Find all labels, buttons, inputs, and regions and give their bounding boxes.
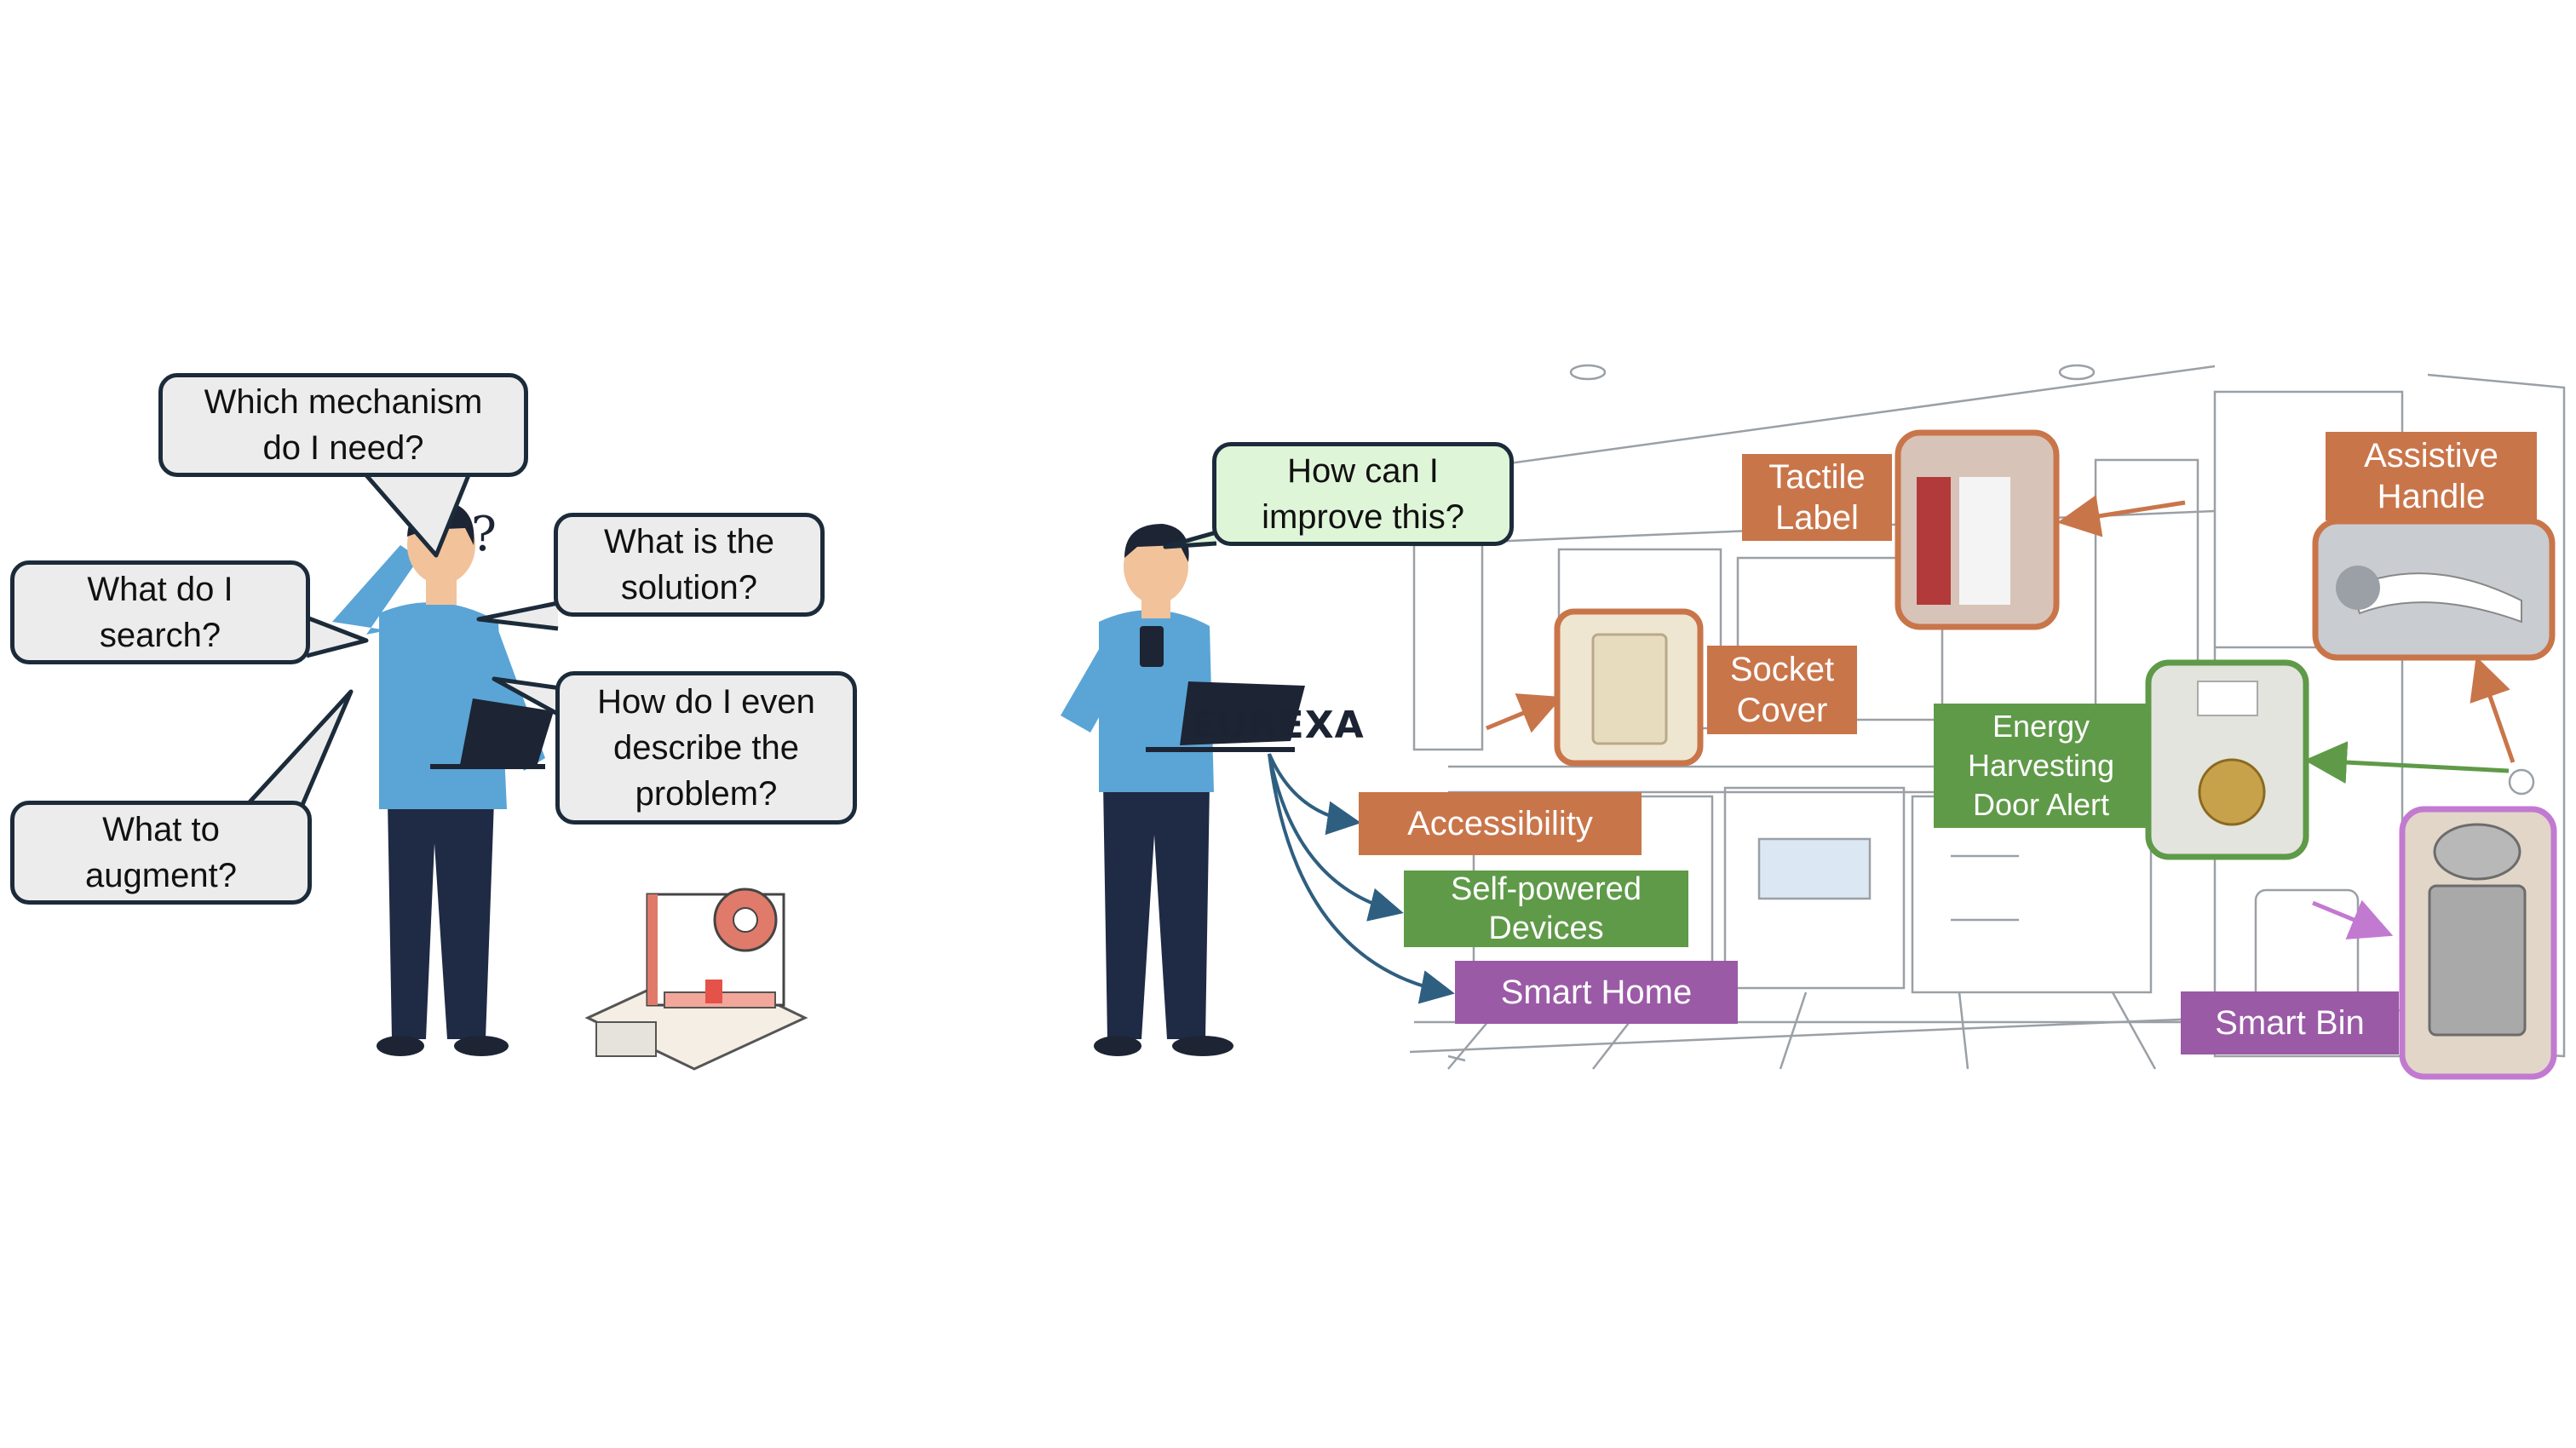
item-socket-cover: Socket Cover: [1707, 646, 1857, 734]
bubble-which-mechanism: Which mechanism do I need?: [158, 373, 528, 477]
category-self-powered: Self-powered Devices: [1404, 871, 1688, 947]
item-arrows: [1486, 495, 2516, 939]
bubble-how-can-i-improve: How can I improve this?: [1212, 442, 1514, 546]
item-smart-bin: Smart Bin: [2181, 991, 2399, 1054]
inspired-person-illustration: [1061, 524, 1305, 1056]
category-accessibility: Accessibility: [1359, 792, 1642, 855]
bubble-tails: [245, 474, 1217, 807]
bubble-what-to-augment: What to augment?: [10, 801, 312, 905]
item-energy-door-alert: Energy Harvesting Door Alert: [1934, 704, 2148, 828]
bubble-describe-problem: How do I even describe the problem?: [555, 671, 857, 825]
category-arrows: [1268, 753, 1455, 1004]
category-smart-home: Smart Home: [1455, 961, 1738, 1024]
photo-insets: [1554, 429, 2557, 1080]
bubble-what-is-solution: What is the solution?: [554, 513, 825, 617]
eurexa-logo: EUREXA: [1191, 704, 1365, 747]
question-mark: ?: [471, 507, 497, 562]
3d-printer-illustration: [584, 888, 808, 1071]
item-tactile-label: Tactile Label: [1742, 454, 1892, 541]
bubble-what-do-i-search: What do I search?: [10, 560, 310, 664]
item-assistive-handle: Assistive Handle: [2326, 432, 2537, 520]
confused-person-illustration: [332, 502, 554, 1056]
